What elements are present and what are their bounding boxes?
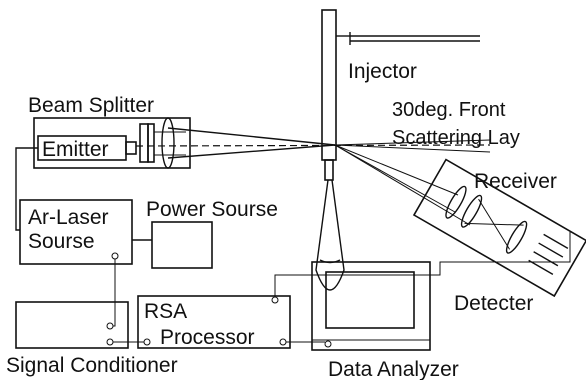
emitter-label: Emitter	[42, 138, 109, 161]
injector	[315, 9, 480, 291]
receiver	[412, 158, 586, 298]
link-receiver-rsa	[274, 232, 571, 297]
fiber-emitter-laser	[15, 147, 38, 231]
data-analyzer	[311, 261, 431, 351]
detecter-label: Detecter	[454, 292, 533, 315]
ar-laser-label-1: Ar-Laser	[28, 206, 109, 229]
laser-beams	[135, 127, 491, 226]
rsa-processor-box	[137, 295, 291, 349]
front-scattering-label-1: 30deg. Front	[392, 99, 506, 121]
processor-label: Processor	[160, 326, 255, 349]
ar-laser-box	[19, 199, 133, 265]
injector-label: Injector	[348, 60, 417, 83]
signal-conditioner-label: Signal Conditioner	[6, 354, 178, 377]
rsa-label: RSA	[144, 300, 187, 323]
receiver-label: Receiver	[474, 170, 557, 193]
beam-splitter-label: Beam Splitter	[28, 94, 154, 117]
power-source-box	[151, 221, 213, 269]
ar-laser-label-2: Sourse	[28, 230, 95, 253]
power-source-label: Power Sourse	[146, 198, 278, 221]
front-scattering-label-2: Scattering Lay	[392, 127, 520, 149]
signal-conditioner-box	[15, 301, 129, 349]
data-analyzer-label: Data Analyzer	[328, 358, 459, 380]
